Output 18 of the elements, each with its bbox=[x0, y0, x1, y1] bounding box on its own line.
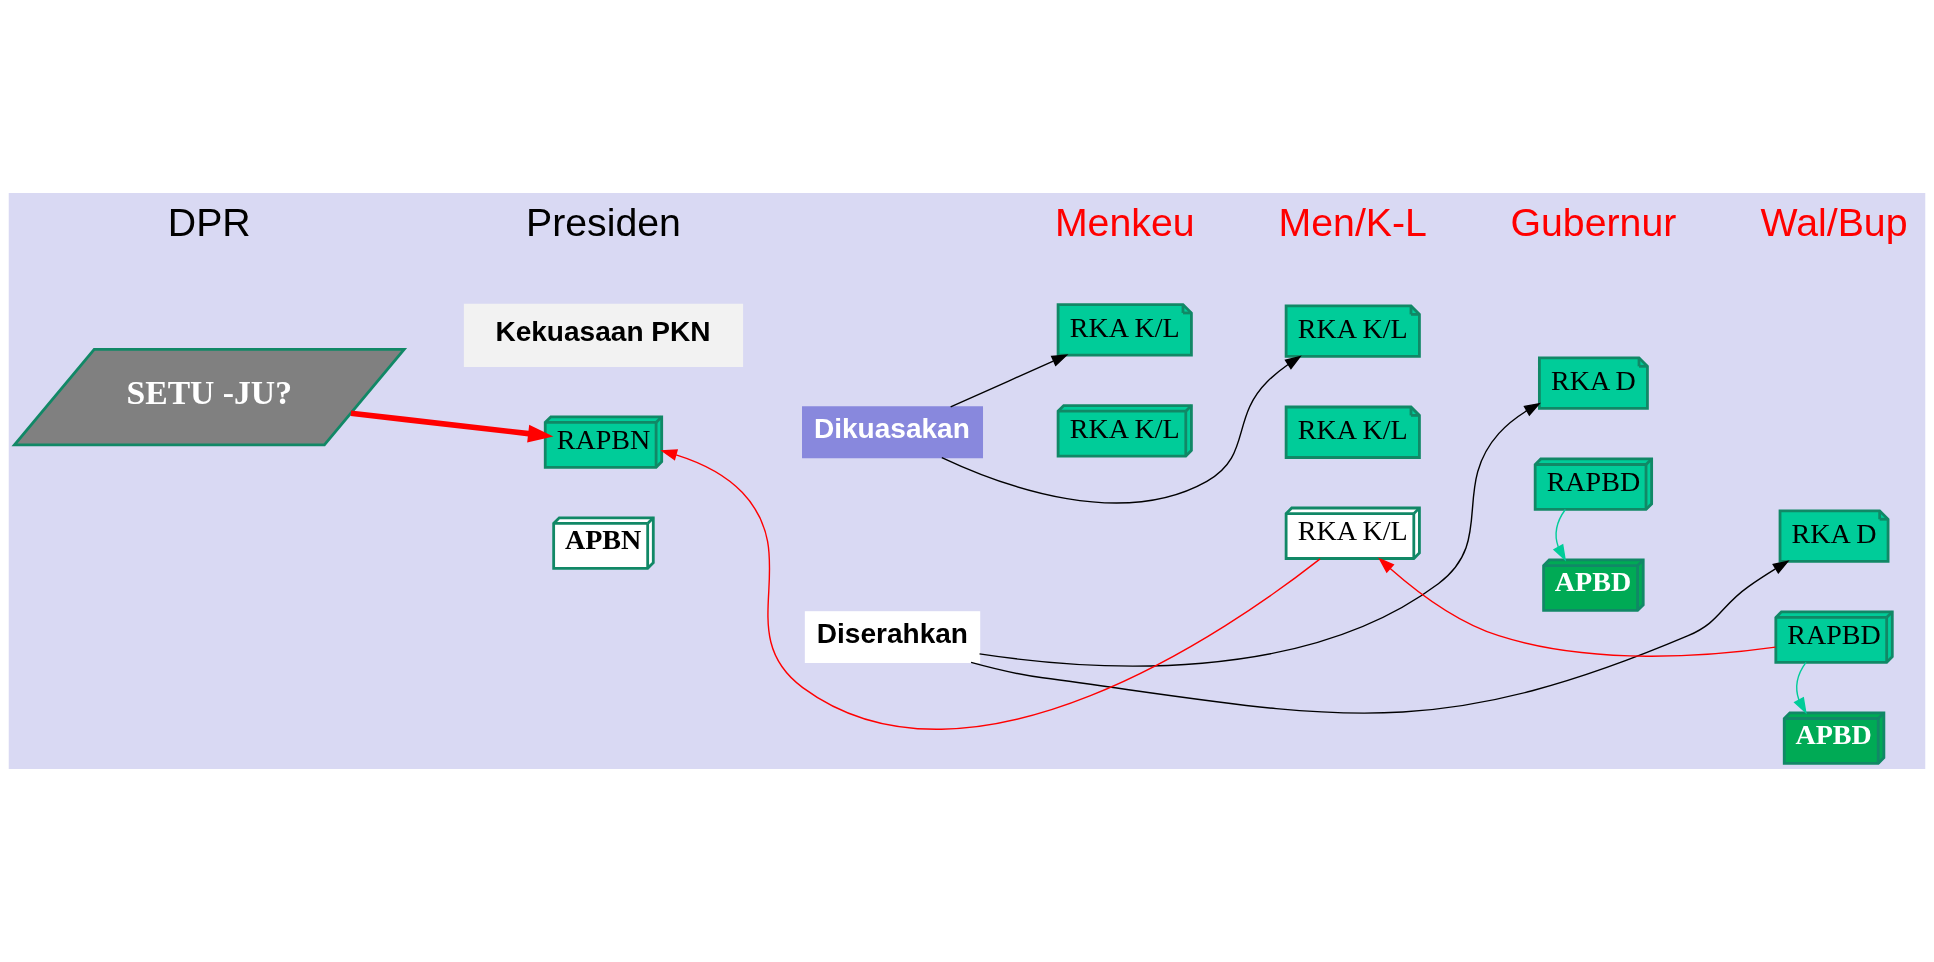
arrow bbox=[970, 560, 1790, 714]
node-box: Dikuasakan bbox=[802, 406, 984, 459]
arrow bbox=[1793, 661, 1807, 715]
arrow bbox=[1552, 508, 1567, 562]
label: DPR bbox=[167, 199, 251, 244]
arrow bbox=[941, 355, 1302, 504]
arrow bbox=[978, 402, 1541, 667]
arrow bbox=[660, 449, 1321, 730]
node-box: Diserahkan bbox=[804, 611, 981, 664]
node-box: Kekuasaan PKN bbox=[463, 303, 744, 367]
label: Wal/Bup bbox=[1760, 199, 1908, 244]
label: Men/K-L bbox=[1278, 199, 1427, 244]
arrow bbox=[350, 410, 554, 443]
label: Gubernur bbox=[1510, 199, 1677, 244]
arrow bbox=[1378, 557, 1777, 657]
label: Menkeu bbox=[1054, 199, 1195, 244]
arrow bbox=[949, 354, 1069, 408]
label: Presiden bbox=[525, 199, 681, 244]
